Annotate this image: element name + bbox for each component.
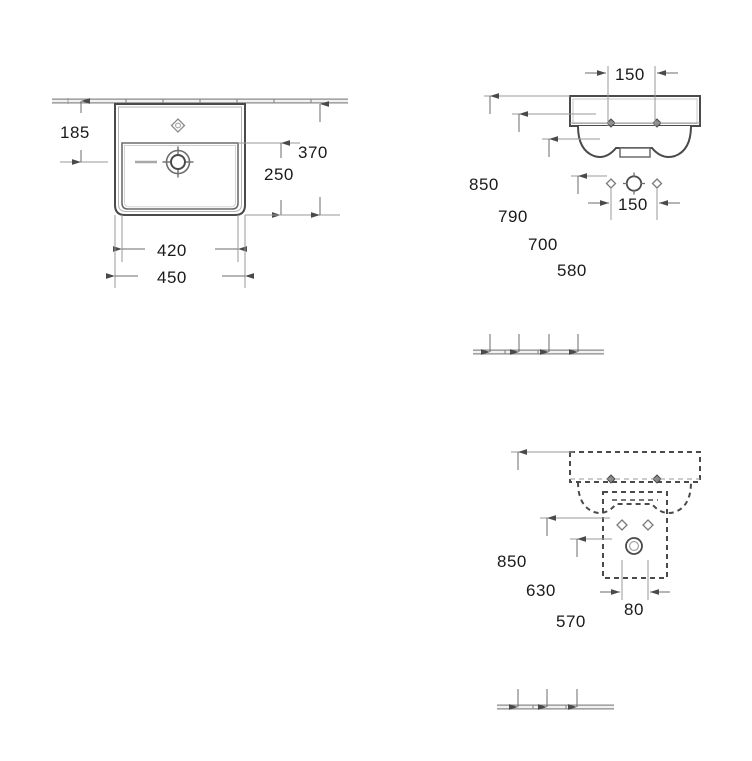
wall-line <box>52 98 348 104</box>
supply-connection-right <box>651 178 663 189</box>
front-dim-150-bottom-label: 150 <box>618 195 648 214</box>
supply-connection-left <box>605 178 617 189</box>
waste-outlet <box>625 537 643 555</box>
front-elevation-group: 150 150 850 7 <box>469 65 701 355</box>
plan-dimension-185: 185 <box>60 98 108 165</box>
drain-outlet <box>162 146 194 178</box>
front-dim-150-top-label: 150 <box>615 65 645 84</box>
side-dimension-630: 630 <box>526 515 610 710</box>
side-dimension-570: 570 <box>556 536 612 710</box>
plan-dim-185-label: 185 <box>60 123 90 142</box>
plan-dimension-420: 420 <box>113 215 247 262</box>
front-dimension-850: 850 <box>469 93 570 355</box>
bowl-plan-outline <box>121 142 239 210</box>
side-dim-630-label: 630 <box>526 581 556 600</box>
front-dimension-150-bottom: 150 <box>588 188 680 220</box>
side-dimension-850: 850 <box>497 449 574 710</box>
plan-dimension-370: 370 <box>245 101 340 218</box>
front-dim-790-label: 790 <box>498 207 528 226</box>
plan-dimension-250: 250 <box>238 140 300 218</box>
supply-connection-right <box>642 519 654 531</box>
front-dimension-150-top: 150 <box>585 65 678 126</box>
waste-outlet <box>623 172 645 195</box>
front-dimension-700: 700 <box>528 136 600 355</box>
side-elevation-group: 80 850 630 570 <box>497 449 701 710</box>
floor-line-front <box>473 349 604 355</box>
side-dim-80-label: 80 <box>624 600 644 619</box>
basin-hidden-outline <box>569 451 701 514</box>
front-dimension-790: 790 <box>498 111 596 355</box>
front-supply-and-waste-markers <box>605 172 663 195</box>
supply-connection-left <box>616 519 628 531</box>
front-dimension-580: 580 <box>557 173 607 355</box>
plan-view-group: 185 250 370 420 450 <box>52 98 348 288</box>
side-dimension-80: 80 <box>600 589 670 619</box>
front-dim-850-label: 850 <box>469 175 499 194</box>
floor-line-side <box>497 704 614 710</box>
tap-hole <box>170 118 186 133</box>
plan-dimension-450: 450 <box>106 215 254 288</box>
side-supply-and-waste-markers <box>616 519 654 600</box>
side-dim-850-label: 850 <box>497 552 527 571</box>
plan-dim-370-label: 370 <box>298 143 328 162</box>
basin-front-outline <box>569 95 701 158</box>
front-dim-700-label: 700 <box>528 235 558 254</box>
side-dim-570-label: 570 <box>556 612 586 631</box>
plan-dim-250-label: 250 <box>264 165 294 184</box>
front-dim-580-label: 580 <box>557 261 587 280</box>
plan-dim-420-label: 420 <box>157 241 187 260</box>
trap-cover-hidden-outline <box>602 491 668 579</box>
plan-dim-450-label: 450 <box>157 268 187 287</box>
